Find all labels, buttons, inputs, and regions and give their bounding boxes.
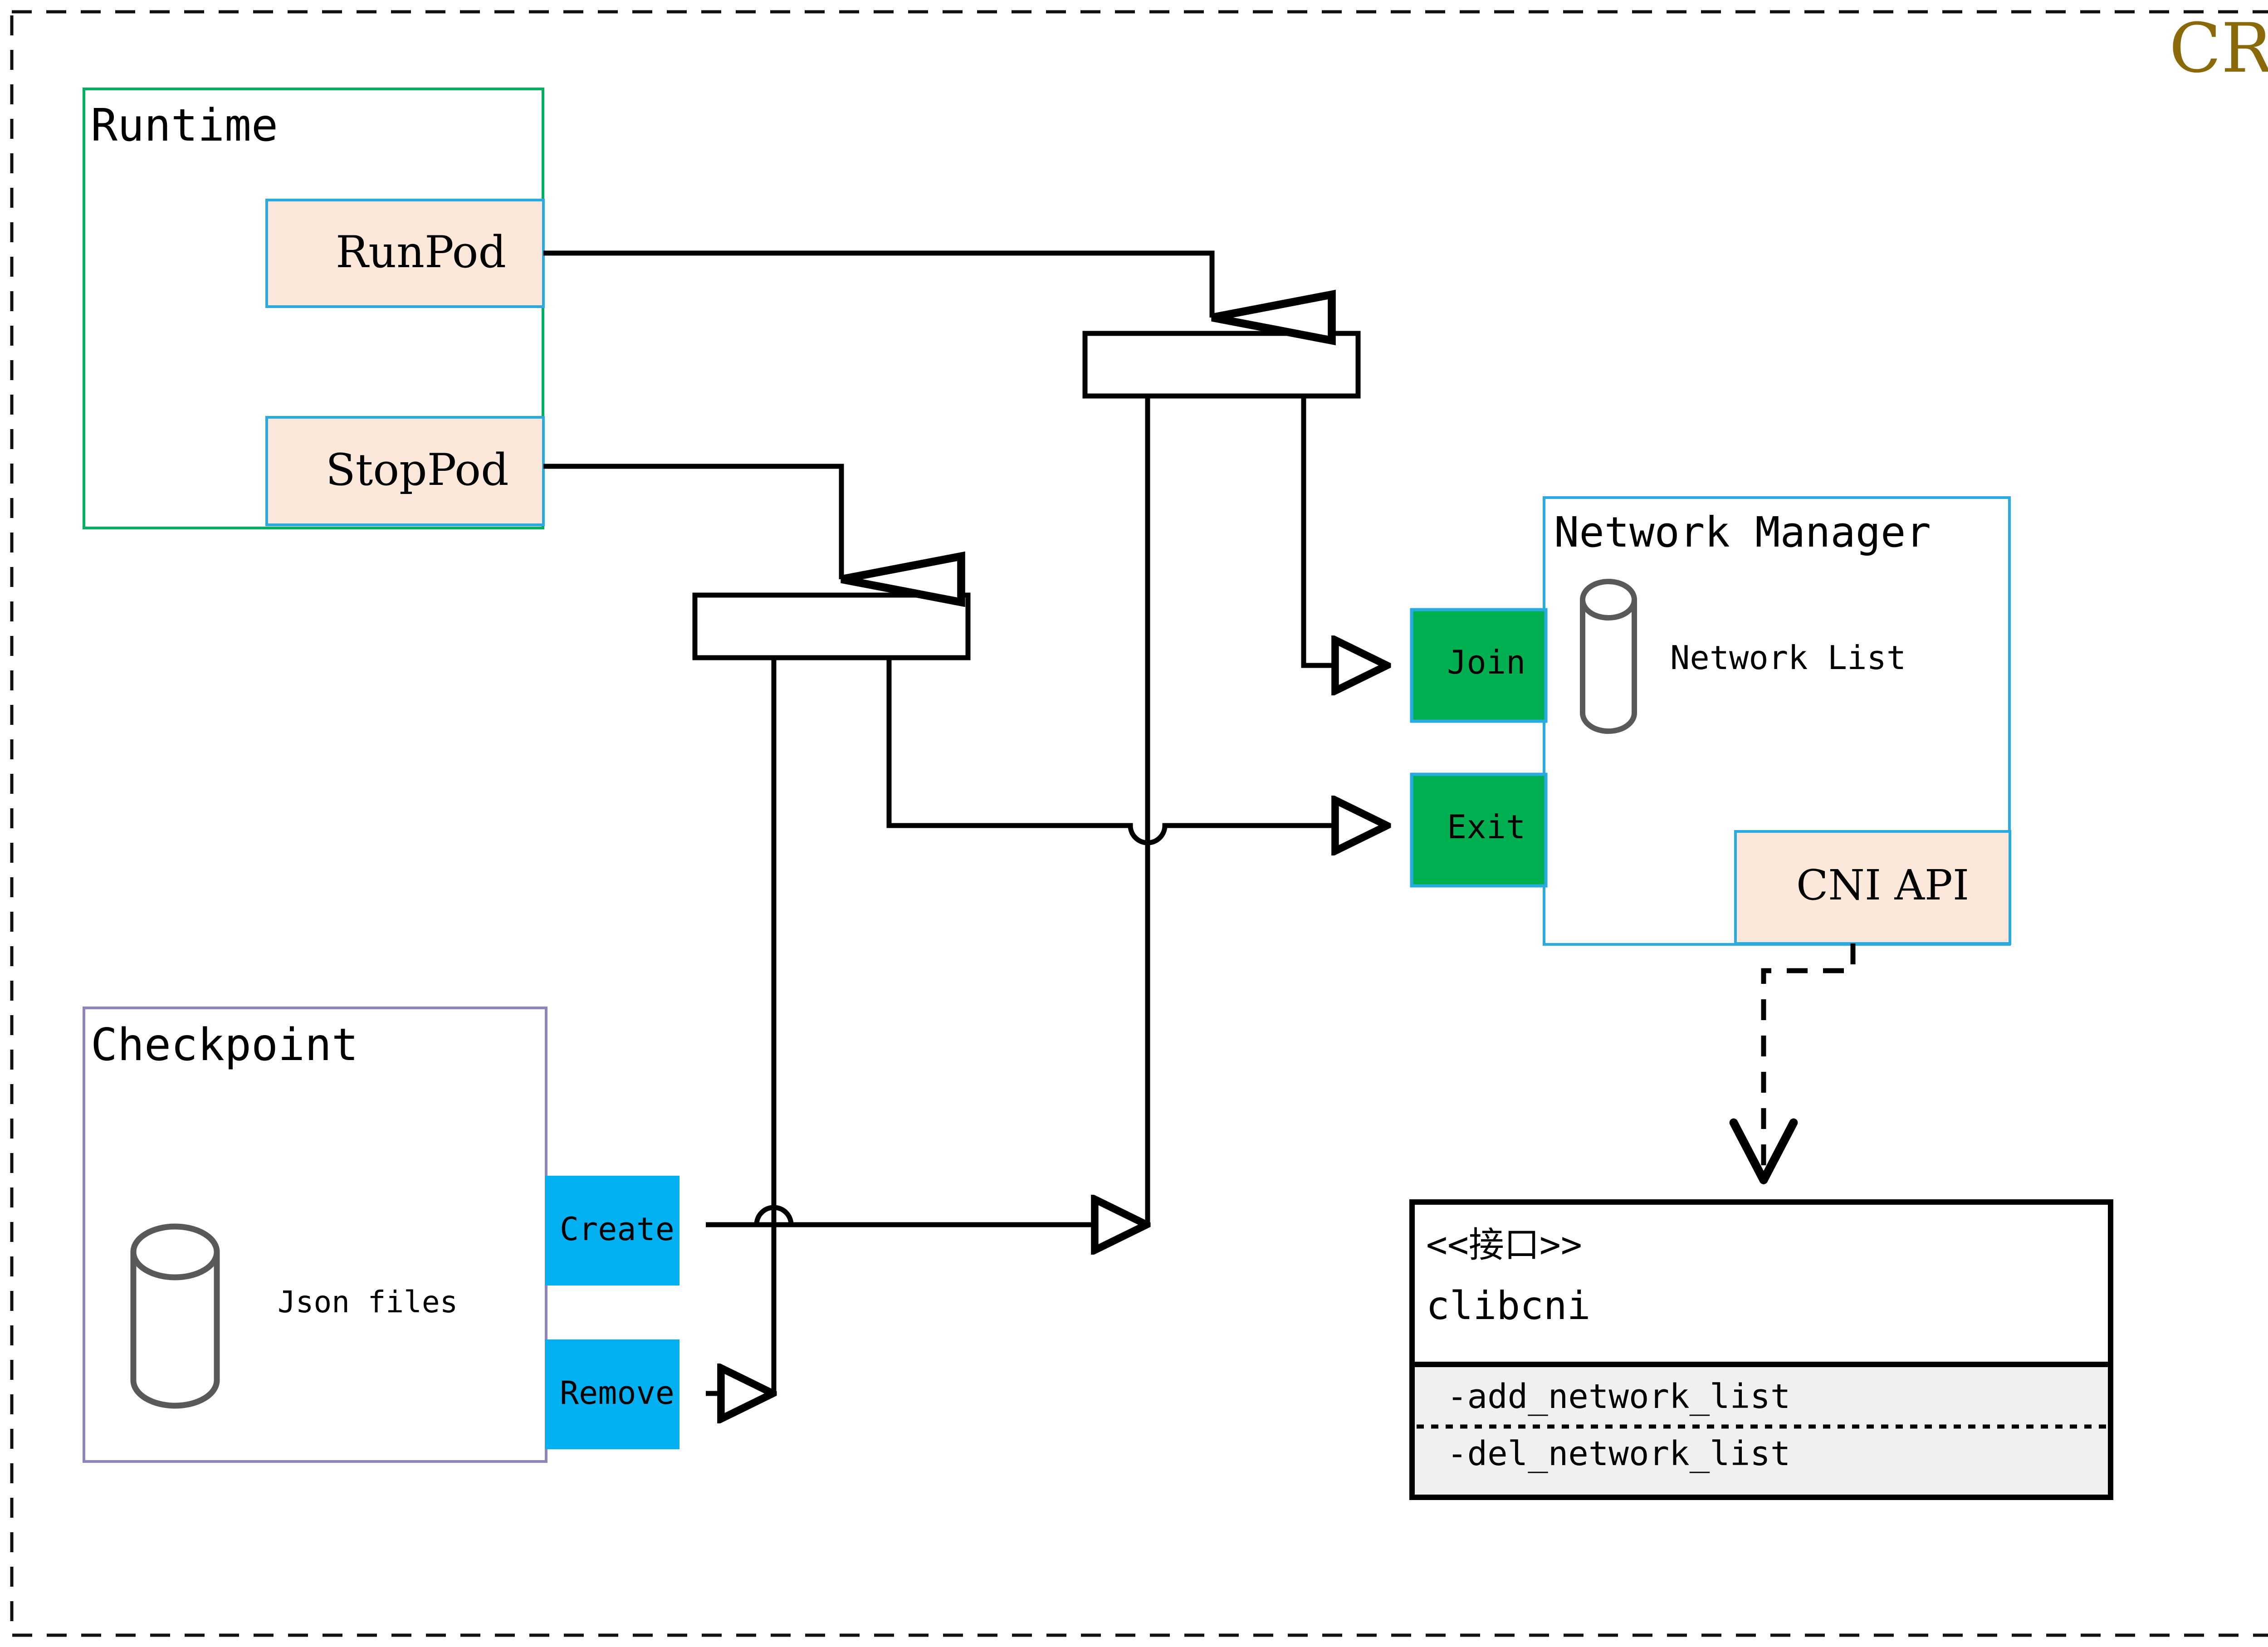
checkpoint-container-label: Checkpoint	[91, 1019, 359, 1071]
outer-dashed-frame	[10, 10, 2268, 1637]
fork-bar-runpod	[1082, 331, 1361, 399]
cni-api-box[interactable]	[1734, 830, 2011, 945]
exit-box[interactable]	[1410, 772, 1548, 888]
json-files-label: Json files	[278, 1285, 458, 1320]
edge-fork-to-exit	[886, 658, 1388, 843]
line-hop-create	[754, 1205, 794, 1225]
create-label: Create	[560, 1211, 675, 1248]
network-manager-container-label: Network Manager	[1554, 508, 1931, 557]
diagram-title: CRI	[2169, 9, 2268, 88]
network-list-cylinder	[1580, 579, 1637, 734]
join-box[interactable]	[1410, 608, 1548, 723]
network-list-label: Network List	[1670, 639, 1906, 677]
edge-fork-to-remove-trunk	[706, 658, 777, 1396]
json-files-cylinder	[130, 1223, 220, 1409]
create-box[interactable]	[545, 1176, 679, 1285]
runpod-label: RunPod	[336, 227, 506, 278]
cni-api-label: CNI API	[1796, 861, 1970, 909]
fork-bar-stoppod	[692, 592, 971, 660]
clibcni-name: clibcni	[1426, 1283, 1591, 1329]
runtime-container-label: Runtime	[91, 100, 279, 152]
stoppod-label: StopPod	[326, 445, 509, 495]
clibcni-stereotype: <<接口>>	[1426, 1225, 1582, 1266]
edge-fork-to-join	[1301, 396, 1388, 665]
stoppod-box[interactable]	[265, 416, 545, 526]
remove-box[interactable]	[545, 1339, 679, 1449]
edge-cni-api-to-clibcni	[1729, 943, 1856, 1184]
edge-runpod-to-fork	[543, 250, 1336, 346]
clibcni-interface-box[interactable]	[1409, 1199, 2113, 1500]
edge-stoppod-to-fork	[543, 464, 965, 607]
runpod-box[interactable]	[265, 199, 545, 308]
exit-label: Exit	[1447, 808, 1526, 846]
clibcni-method-del: -del_network_list	[1447, 1434, 1791, 1473]
remove-label: Remove	[560, 1374, 675, 1412]
clibcni-method-add: -add_network_list	[1447, 1377, 1791, 1416]
join-label: Join	[1447, 643, 1526, 681]
